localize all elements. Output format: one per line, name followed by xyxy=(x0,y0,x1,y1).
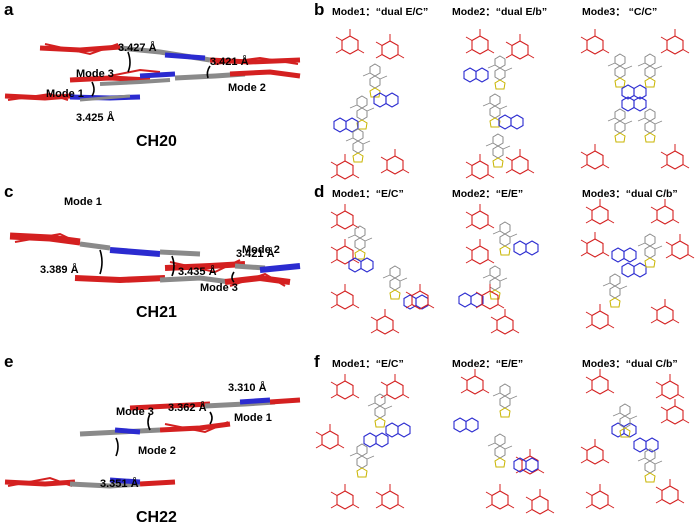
middle-molecule xyxy=(79,421,231,437)
panel-a: 3.427 Å 3.421 Å 3.425 Å Mode 3 Mode 1 Mo… xyxy=(0,0,310,180)
panel-e: 3.310 Å 3.362 Å Mode 3 Mode 1 Mode 2 3.3… xyxy=(0,352,310,529)
distance-label-e2: 3.310 Å xyxy=(228,382,267,394)
distance-label-c3: 3.421 Å xyxy=(236,248,275,260)
mode-label-c3: Mode 3 xyxy=(200,282,238,294)
panel-label-b: b xyxy=(314,0,325,19)
distance-label-a2: 3.421 Å xyxy=(210,56,249,68)
ch22-stacking-figure xyxy=(4,397,301,489)
upper-molecule xyxy=(164,259,301,274)
lower-molecule xyxy=(4,92,141,102)
dimer-b2 xyxy=(463,28,535,180)
mode-title-f2: Mode2：“E/E” xyxy=(452,358,524,370)
middle-molecule xyxy=(9,232,201,257)
compound-label-ch21: CH21 xyxy=(136,304,177,321)
mode-label-a1: Mode 1 xyxy=(46,88,84,100)
mode-title-f1: Mode1：“E/C” xyxy=(332,358,404,370)
distance-label-e1: 3.362 Å xyxy=(168,402,207,414)
mode-label-e1: Mode 1 xyxy=(234,412,272,424)
upper-molecule xyxy=(129,397,301,411)
mode-label-c2: Mode 2 xyxy=(242,244,280,256)
distance-arrows xyxy=(99,249,235,283)
lower-molecule xyxy=(74,272,291,287)
distance-arrows xyxy=(115,411,213,457)
distance-label-c1: 3.389 Å xyxy=(40,264,79,276)
dimer-f2 xyxy=(453,368,555,515)
dimer-d3 xyxy=(580,198,695,330)
ch21-stacking-figure xyxy=(9,232,301,287)
mode-label-a2: Mode 2 xyxy=(228,82,266,94)
distance-label-a1: 3.427 Å xyxy=(118,42,157,54)
mode-title-d3: Mode3：“dual C/b” xyxy=(582,188,678,200)
mode-title-f3: Mode3：“dual C/b” xyxy=(582,358,678,370)
ch20-stacking-figure xyxy=(4,43,301,102)
dimer-d1 xyxy=(330,203,435,335)
upper-molecule xyxy=(39,43,301,65)
dimer-b3 xyxy=(580,28,690,170)
mode-title-b2: Mode2：“dual E/b” xyxy=(452,6,548,18)
panel-label-c: c xyxy=(4,182,14,201)
compound-label-ch22: CH22 xyxy=(136,509,177,526)
dimer-f1 xyxy=(315,373,411,510)
distance-label-c2: 3.435 Å xyxy=(178,266,217,278)
mode-label-e3: Mode 3 xyxy=(116,406,154,418)
lower-molecule xyxy=(4,476,176,489)
distance-arrows xyxy=(91,51,211,97)
distance-label-e3: 3.351 Å xyxy=(100,478,139,490)
panel-label-d: d xyxy=(314,182,325,201)
mode-label-c1: Mode 1 xyxy=(64,196,102,208)
mode-label-a3: Mode 3 xyxy=(76,68,114,80)
mode-title-d1: Mode1：“E/C” xyxy=(332,188,404,200)
compound-label-ch20: CH20 xyxy=(136,133,177,150)
panel-label-a: a xyxy=(4,0,14,19)
mode-title-d2: Mode2：“E/E” xyxy=(452,188,524,200)
panel-label-e: e xyxy=(4,352,14,371)
mode-title-b1: Mode1：“dual E/C” xyxy=(332,6,429,18)
dimer-f3 xyxy=(580,368,690,510)
distance-label-a3: 3.425 Å xyxy=(76,112,115,124)
mode-title-b3: Mode3： “C/C” xyxy=(582,6,658,18)
panel-label-f: f xyxy=(314,352,320,371)
dimer-b1 xyxy=(330,28,410,180)
dimer-d2 xyxy=(458,203,539,335)
panel-c: Mode 1 Mode 2 Mode 3 3.389 Å 3.435 Å 3.4… xyxy=(0,182,310,352)
mode-label-e2: Mode 2 xyxy=(138,445,176,457)
middle-molecule xyxy=(69,68,301,86)
